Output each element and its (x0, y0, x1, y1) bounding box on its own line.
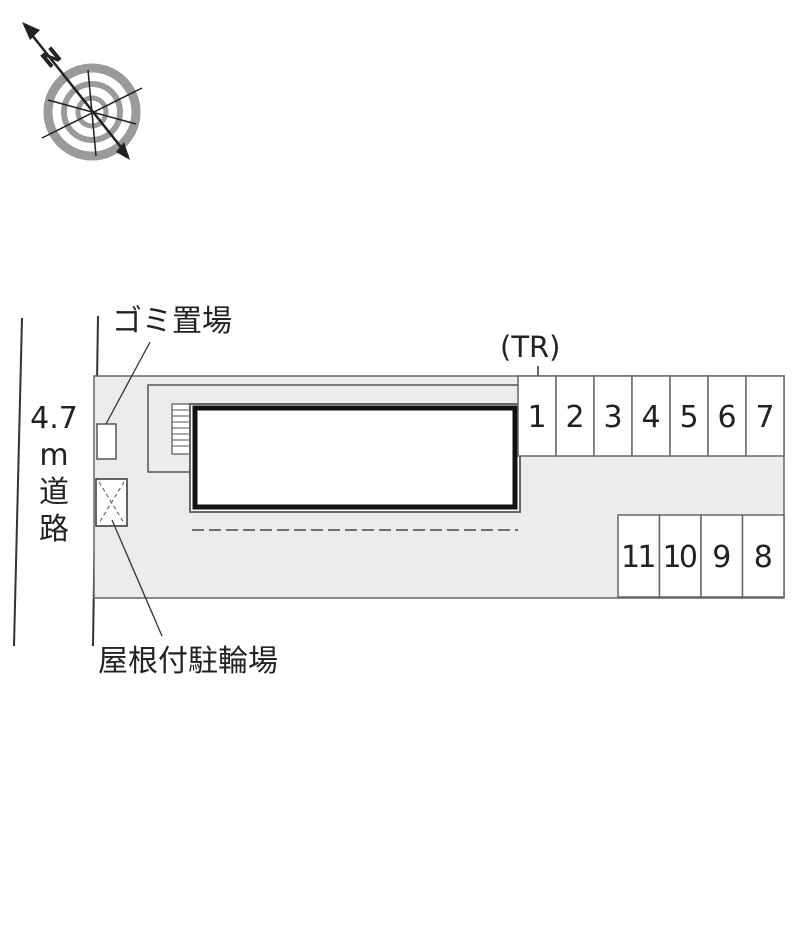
parking-space-1: 1 (517, 375, 557, 457)
parking-space-box (669, 375, 709, 457)
parking-space-10: 10 (658, 514, 702, 598)
road-width-label: 4.7 m 道 路 (19, 400, 89, 548)
road-edge-left (13, 317, 23, 647)
parking-space-box (658, 514, 702, 598)
parking-space-number: 8 (754, 540, 773, 575)
parking-space-2: 2 (555, 375, 595, 457)
transformer-label: (TR) (500, 330, 561, 364)
parking-space-number: 11 (621, 540, 657, 575)
parking-space-number: 1 (527, 400, 546, 435)
road-name-char-2: 路 (39, 512, 69, 547)
road-width-value: 4.7 (30, 401, 78, 436)
parking-space-number: 6 (717, 400, 736, 435)
building-setback (147, 384, 520, 473)
road-name-char-1: 道 (39, 475, 69, 510)
garbage-area (96, 423, 117, 460)
parking-space-box (707, 375, 747, 457)
garbage-label: ゴミ置場 (112, 304, 232, 339)
parking-space-11: 11 (617, 514, 661, 598)
parking-space-number: 9 (712, 540, 731, 575)
parking-space-7: 7 (745, 375, 785, 457)
parking-space-number: 5 (679, 400, 698, 435)
parking-space-4: 4 (631, 375, 671, 457)
parking-space-box (617, 514, 661, 598)
parking-space-box (631, 375, 671, 457)
parking-space-number: 7 (755, 400, 774, 435)
parking-space-3: 3 (593, 375, 633, 457)
parking-space-number: 2 (565, 400, 584, 435)
parking-space-box (741, 514, 785, 598)
compass-icon: N (22, 22, 143, 161)
parking-space-box (593, 375, 633, 457)
bike-leader-line (111, 519, 163, 637)
parking-space-5: 5 (669, 375, 709, 457)
parking-space-9: 9 (700, 514, 744, 598)
parking-space-number: 4 (641, 400, 660, 435)
road-width-unit: m (39, 438, 69, 473)
stairs (171, 403, 193, 455)
parking-space-number: 10 (663, 540, 699, 575)
parking-space-6: 6 (707, 375, 747, 457)
building (189, 403, 521, 531)
parking-space-box (517, 375, 557, 457)
garbage-leader-line (105, 341, 151, 425)
bike-parking-area (95, 478, 128, 527)
parking-space-box (700, 514, 744, 598)
bike-parking-label: 屋根付駐輪場 (98, 644, 278, 679)
parking-space-number: 3 (603, 400, 622, 435)
parking-space-box (745, 375, 785, 457)
parking-space-8: 8 (741, 514, 785, 598)
